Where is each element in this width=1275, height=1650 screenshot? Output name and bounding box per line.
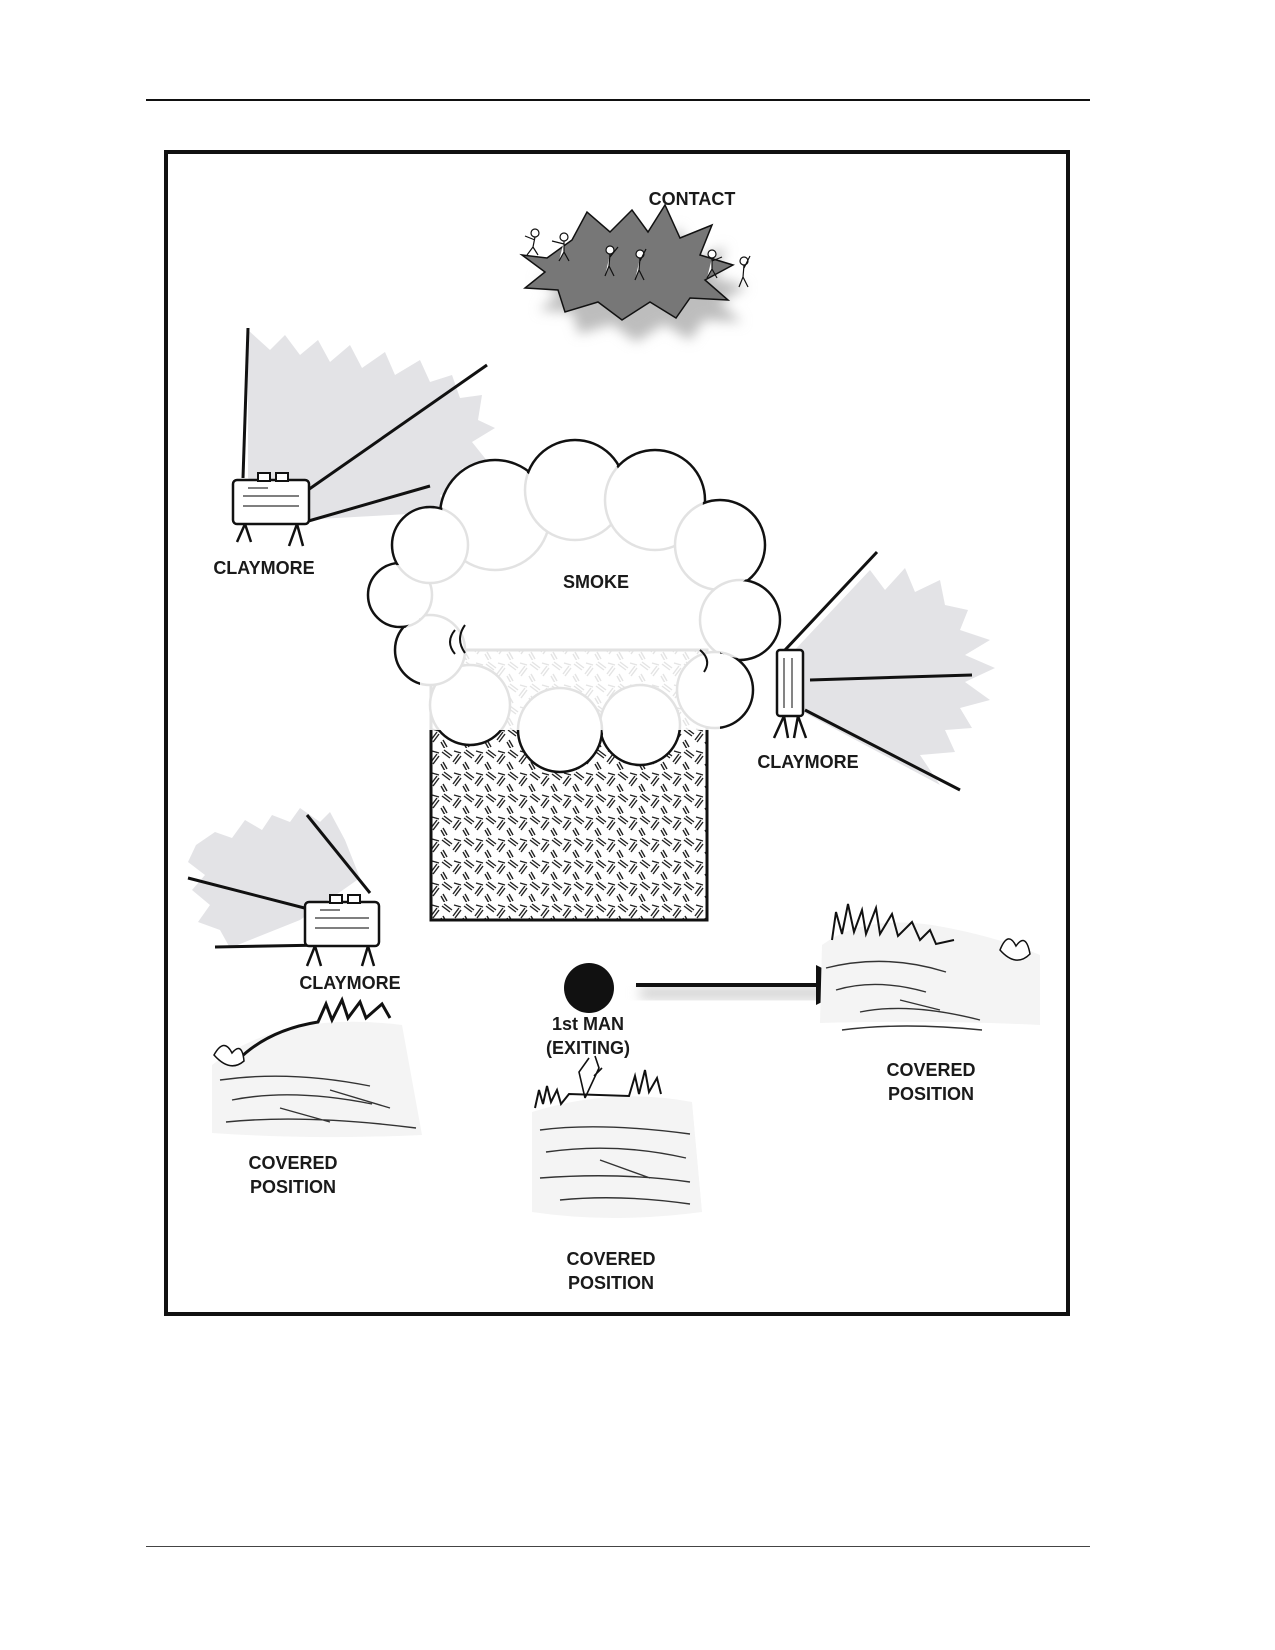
contact-label: CONTACT bbox=[649, 189, 736, 209]
first-man-label-line1: 1st MAN bbox=[552, 1014, 624, 1034]
covered-left-label-line2: POSITION bbox=[250, 1177, 336, 1197]
covered-position-right bbox=[820, 903, 1040, 1031]
contact-burst bbox=[519, 203, 751, 342]
smoke-label: SMOKE bbox=[563, 572, 629, 592]
soldier-icon bbox=[524, 228, 751, 288]
header-rule bbox=[146, 99, 1090, 101]
covered-position-center bbox=[532, 1055, 702, 1218]
claymore-top-left bbox=[231, 327, 495, 547]
covered-right-label-line1: COVERED bbox=[886, 1060, 975, 1080]
first-man-marker bbox=[564, 963, 614, 1013]
first-man-label-line2: (EXITING) bbox=[546, 1038, 630, 1058]
smoke-detail bbox=[449, 624, 709, 673]
covered-center-label-line1: COVERED bbox=[566, 1249, 655, 1269]
claymore-mine-icon bbox=[303, 894, 381, 967]
covered-left-label-line1: COVERED bbox=[248, 1153, 337, 1173]
smoke-cloud-fill bbox=[370, 442, 778, 770]
claymore-bottom-left-label: CLAYMORE bbox=[299, 973, 400, 993]
claymore-top-left-label: CLAYMORE bbox=[213, 558, 314, 578]
claymore-mine-icon bbox=[231, 472, 311, 547]
claymore-mine-icon bbox=[772, 648, 808, 739]
claymore-bottom-left bbox=[187, 808, 381, 967]
covered-center-label-line2: POSITION bbox=[568, 1273, 654, 1293]
movement-arrow bbox=[636, 965, 880, 1005]
covered-right-label-line2: POSITION bbox=[888, 1084, 974, 1104]
claymore-right-label: CLAYMORE bbox=[757, 752, 858, 772]
claymore-right bbox=[772, 550, 995, 792]
footer-rule bbox=[146, 1546, 1090, 1547]
covered-position-left bbox=[212, 996, 422, 1138]
